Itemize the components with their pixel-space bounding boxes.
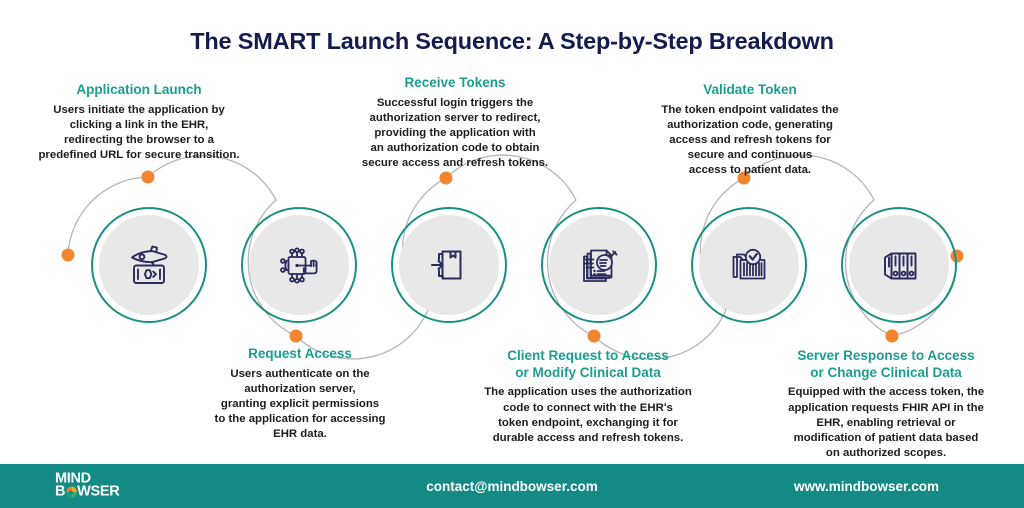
page-title: The SMART Launch Sequence: A Step-by-Ste…: [190, 28, 834, 54]
logo-line-bowser: B WSER: [55, 484, 120, 500]
step-node-5[interactable]: [691, 207, 807, 323]
step-heading-4: Client Request to Access or Modify Clini…: [507, 348, 669, 380]
step-circle-row: [0, 207, 1024, 323]
step-node-1[interactable]: [91, 207, 207, 323]
step-heading-5: Validate Token: [703, 82, 797, 97]
step-ring-4: [541, 207, 657, 323]
footer-website[interactable]: www.mindbowser.com: [793, 478, 939, 494]
step-body-1: Users initiate the application by clicki…: [38, 103, 240, 162]
step-text-3: Receive Tokens Successful login triggers…: [348, 75, 562, 172]
step-ring-3: [391, 207, 507, 323]
logo-ring-o-icon: [65, 487, 77, 499]
step-text-1: Application Launch Users initiate the ap…: [14, 82, 264, 163]
step-text-4: Client Request to Access or Modify Clini…: [464, 348, 712, 446]
step-circle-fill-3: [399, 215, 499, 315]
step-body-3: Successful login triggers the authorizat…: [361, 96, 549, 170]
footer-email[interactable]: contact@mindbowser.com: [426, 478, 598, 494]
connector-dot-2: [289, 329, 303, 343]
step-body-2: Users authenticate on the authorization …: [214, 367, 386, 441]
connector-dot-1: [141, 170, 155, 184]
step-body-5: The token endpoint validates the authori…: [661, 103, 839, 177]
footer-bar: MIND B WSER contact@mindbowser.com www.m…: [0, 464, 1024, 508]
step-node-2[interactable]: [241, 207, 357, 323]
rocket-launch-icon: [91, 207, 207, 323]
step-body-4: The application uses the authorization c…: [484, 386, 692, 444]
documents-magnifier-icon: [541, 207, 657, 323]
step-text-6: Server Response to Access or Change Clin…: [762, 348, 1010, 461]
step-ring-1: [91, 207, 207, 323]
step-ring-5: [691, 207, 807, 323]
step-node-3[interactable]: [391, 207, 507, 323]
step-ring-2: [241, 207, 357, 323]
connector-dot-4: [587, 329, 601, 343]
logo-letter-b: B: [55, 484, 66, 500]
step-heading-3: Receive Tokens: [404, 75, 506, 90]
step-node-4[interactable]: [541, 207, 657, 323]
step-text-2: Request Access Users authenticate on the…: [186, 346, 414, 443]
documents-check-icon: [691, 207, 807, 323]
arrow-into-box-icon: [391, 207, 507, 323]
step-ring-6: [841, 207, 957, 323]
step-text-5: Validate Token The token endpoint valida…: [640, 82, 860, 179]
logo-line-mind: MIND: [55, 470, 91, 487]
step-heading-2: Request Access: [248, 346, 352, 361]
archive-binders-icon: [841, 207, 957, 323]
step-circle-fill-5: [699, 215, 799, 315]
chip-hand-touch-icon: [241, 207, 357, 323]
step-node-6[interactable]: [841, 207, 957, 323]
connector-dot-6: [885, 329, 899, 343]
step-heading-1: Application Launch: [76, 82, 202, 97]
step-heading-6: Server Response to Access or Change Clin…: [797, 348, 975, 380]
connector-dot-3: [439, 171, 453, 185]
logo-letters-wser: WSER: [77, 484, 120, 500]
mindbowser-logo[interactable]: MIND B WSER: [55, 470, 120, 500]
step-body-6: Equipped with the access token, the appl…: [787, 386, 985, 460]
